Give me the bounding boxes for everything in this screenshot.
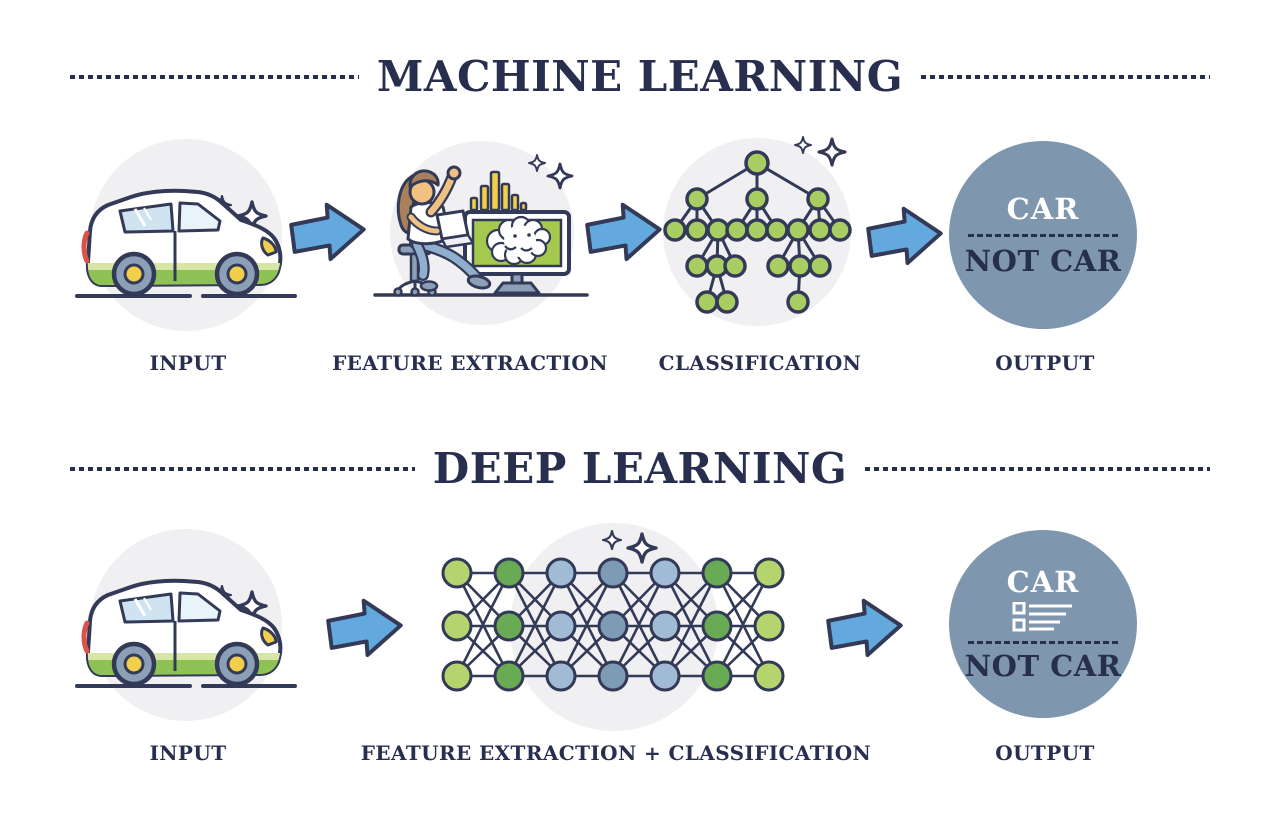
- ml-step-label-feature-extraction: FEATURE EXTRACTION: [332, 351, 608, 375]
- output-negative-label: NOT CAR: [964, 243, 1122, 278]
- nn-node: [545, 610, 577, 642]
- nn-node: [753, 660, 785, 692]
- ml-classification-illustration: [663, 136, 852, 326]
- tree-node: [786, 218, 810, 242]
- nn-node: [493, 557, 525, 589]
- dl-step-label-output: OUTPUT: [995, 741, 1095, 765]
- decision-tree-icon: [663, 150, 852, 314]
- result-list-icon: [1012, 601, 1072, 631]
- nn-node: [493, 610, 525, 642]
- nn-node: [545, 660, 577, 692]
- output-divider: [968, 233, 1118, 237]
- output-divider: [968, 640, 1118, 644]
- nn-node: [753, 610, 785, 642]
- title-dash-left: [70, 466, 415, 471]
- fist: [446, 165, 462, 181]
- nn-node: [441, 557, 473, 589]
- output-positive-label: CAR: [1006, 192, 1080, 227]
- tree-node: [766, 254, 790, 278]
- tree-node: [663, 218, 687, 242]
- title-dash-left: [70, 74, 359, 79]
- tree-node: [695, 290, 719, 314]
- dl-step-label-feature-extraction-classification: FEATURE EXTRACTION + CLASSIFICATION: [360, 741, 872, 765]
- laptop-base: [440, 233, 475, 249]
- tree-node: [786, 290, 810, 314]
- tree-node: [685, 254, 709, 278]
- nn-node: [597, 660, 629, 692]
- ml-title: MACHINE LEARNING: [376, 52, 904, 101]
- tree-node: [744, 150, 770, 176]
- tree-node: [725, 218, 749, 242]
- nn-node: [649, 660, 681, 692]
- nn-node: [545, 557, 577, 589]
- ml-input-illustration: [71, 115, 301, 365]
- nn-node: [441, 610, 473, 642]
- tree-node: [788, 254, 812, 278]
- brain-icon: [485, 215, 552, 266]
- tree-node: [765, 218, 789, 242]
- nn-node: [649, 610, 681, 642]
- nn-node: [701, 660, 733, 692]
- dl-step-label-input: INPUT: [149, 741, 227, 765]
- title-dash-right: [865, 466, 1211, 471]
- tree-node: [723, 254, 747, 278]
- nn-node: [701, 557, 733, 589]
- tree-node: [706, 218, 730, 242]
- dl-input-illustration: [71, 505, 301, 755]
- ml-step-label-input: INPUT: [149, 351, 227, 375]
- output-negative-label: NOT CAR: [964, 648, 1122, 683]
- nn-node: [493, 660, 525, 692]
- output-positive-label: CAR: [1006, 565, 1080, 600]
- monitor-with-brain-icon: [463, 210, 571, 295]
- arrow-right-icon: [864, 204, 944, 268]
- nn-node: [753, 557, 785, 589]
- ml-step-label-output: OUTPUT: [995, 351, 1095, 375]
- tree-node: [828, 218, 852, 242]
- monitor-base: [493, 281, 541, 295]
- ml-feature-extraction-illustration: [373, 141, 589, 325]
- hair-cap: [408, 169, 440, 189]
- dl-title: DEEP LEARNING: [432, 444, 848, 493]
- tree-node: [745, 218, 769, 242]
- nn-node: [597, 557, 629, 589]
- tree-node: [685, 218, 709, 242]
- tree-node: [808, 218, 832, 242]
- nn-node: [441, 660, 473, 692]
- nn-node: [649, 557, 681, 589]
- dl-title-row: DEEP LEARNING: [70, 444, 1211, 493]
- tree-node: [685, 187, 709, 211]
- data-scientist-icon: [393, 165, 492, 297]
- nn-node: [597, 610, 629, 642]
- shoe: [419, 280, 439, 292]
- arrow-right-icon: [324, 596, 404, 660]
- arrow-right-icon: [824, 596, 904, 660]
- neural-network-icon: [441, 557, 785, 692]
- ml-output-circle: CAR NOT CAR: [949, 141, 1137, 329]
- tree-node: [808, 254, 832, 278]
- dl-output-circle: CAR NOT CAR: [949, 530, 1137, 718]
- tree-node: [806, 187, 830, 211]
- ml-step-label-classification: CLASSIFICATION: [658, 351, 862, 375]
- tree-node: [745, 187, 769, 211]
- shoe: [466, 274, 492, 290]
- ml-title-row: MACHINE LEARNING: [70, 52, 1211, 101]
- tree-node: [715, 290, 739, 314]
- title-dash-right: [921, 74, 1211, 79]
- nn-node: [701, 610, 733, 642]
- dl-neural-network-illustration: [441, 523, 785, 731]
